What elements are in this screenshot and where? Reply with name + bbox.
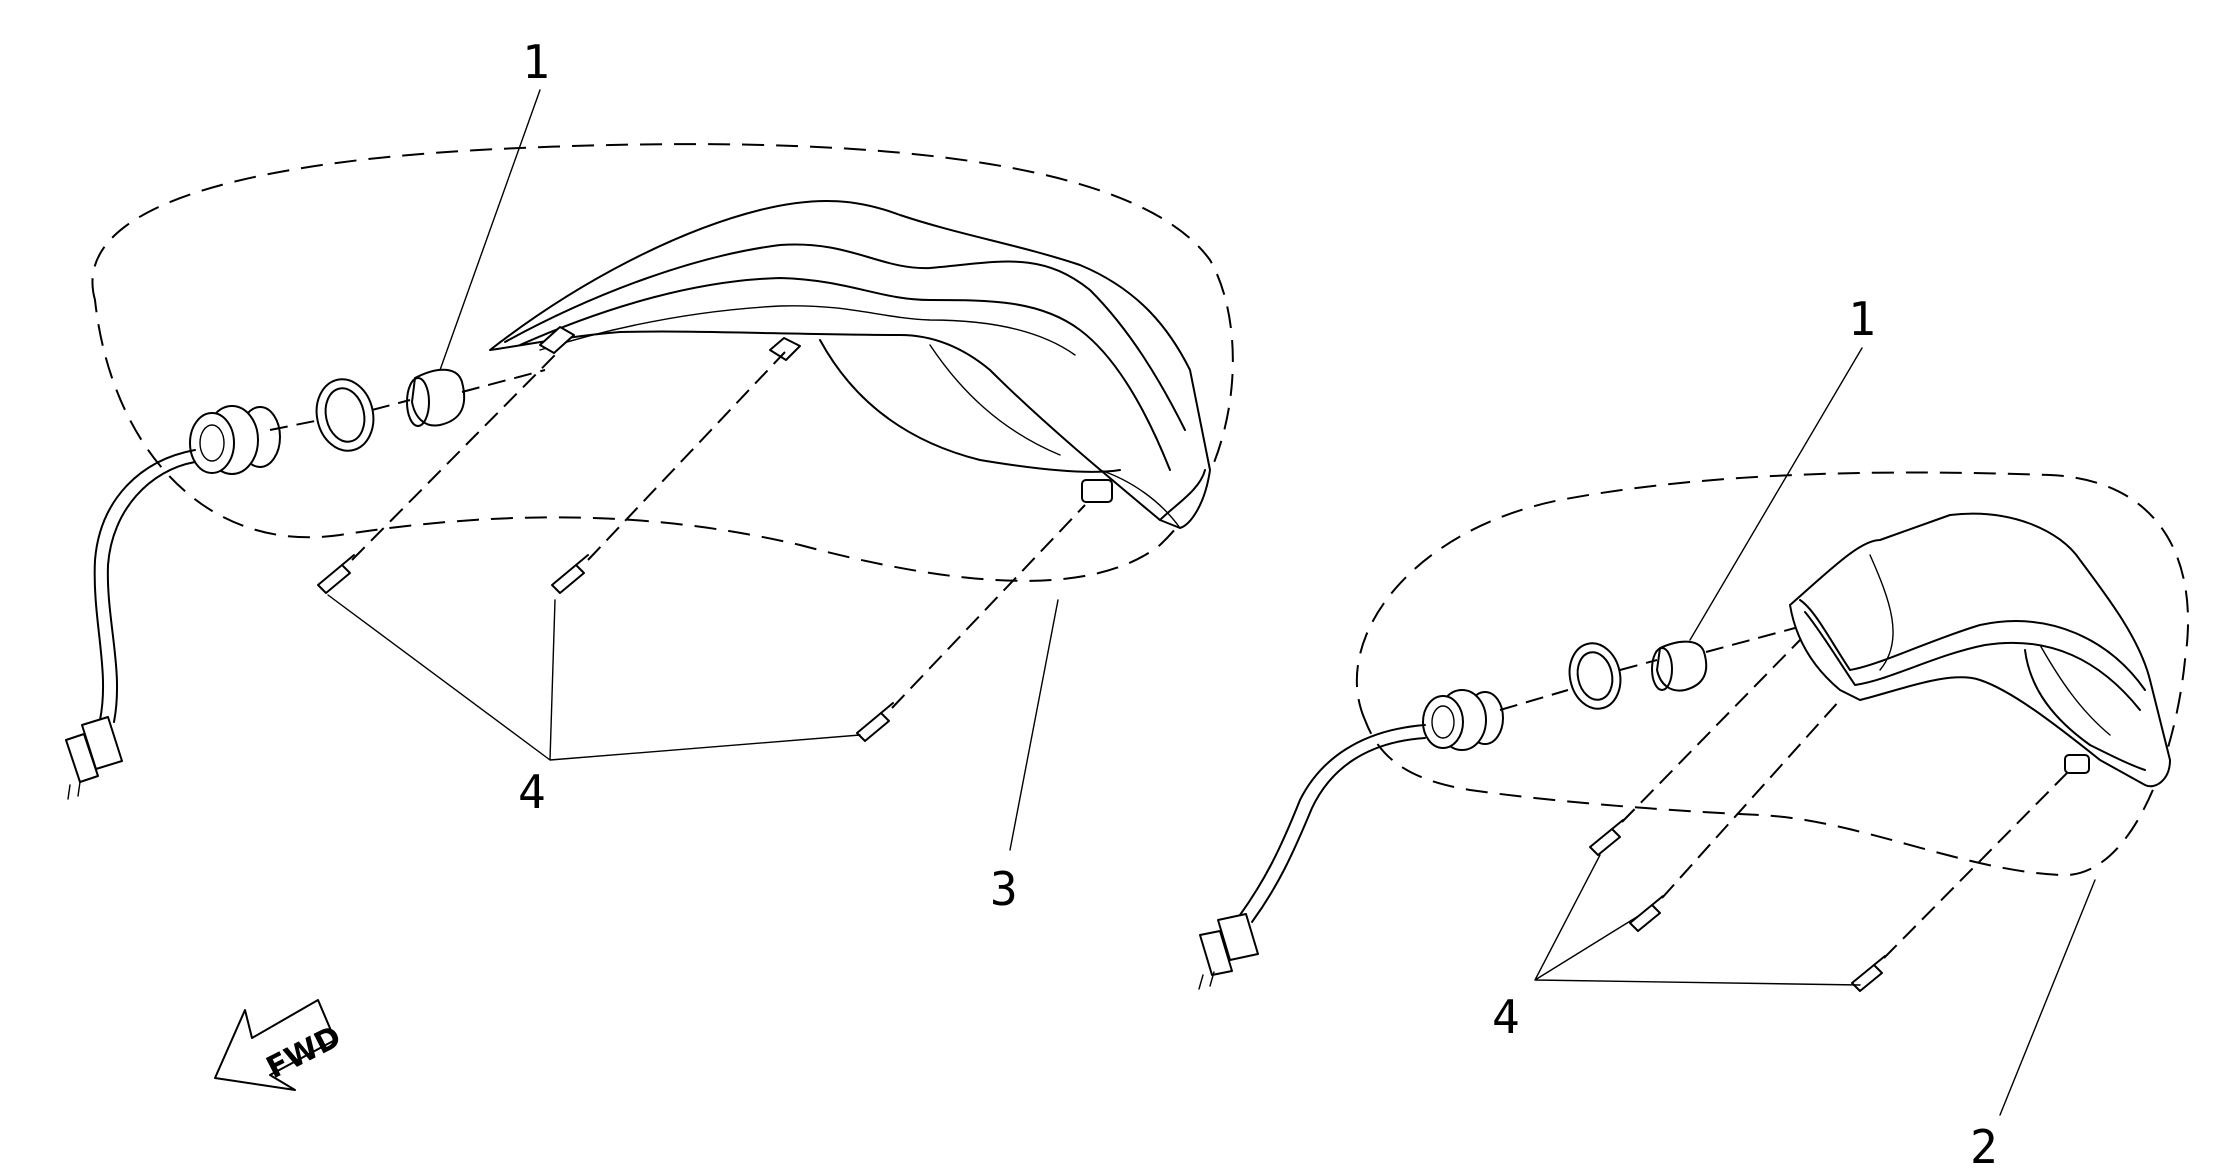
right-screw-2 xyxy=(1629,895,1664,932)
left-callout-1-leader xyxy=(439,89,541,371)
left-screw-2 xyxy=(551,554,589,594)
callout-right-2: 2 xyxy=(1970,1120,1998,1174)
left-wire-connector xyxy=(65,716,123,800)
left-lamp-housing xyxy=(489,199,1211,529)
right-callout-1-leader xyxy=(1689,347,1863,641)
right-screw-1 xyxy=(1589,819,1624,856)
right-screw-3 xyxy=(1851,955,1886,992)
right-assembly-boundary xyxy=(1355,471,2189,877)
right-callout-4-leader xyxy=(1534,854,1861,986)
right-bulb-socket xyxy=(1422,689,1504,751)
callout-left-1: 1 xyxy=(522,35,550,89)
right-wire-harness xyxy=(1239,724,1426,916)
callout-left-3: 3 xyxy=(990,862,1018,916)
left-screw-3 xyxy=(856,702,894,742)
right-callout-2-leader xyxy=(1999,879,2096,1116)
callout-right-1: 1 xyxy=(1848,292,1876,346)
left-lamp-assembly xyxy=(65,89,1234,851)
callout-right-4: 4 xyxy=(1492,990,1520,1044)
forward-direction-arrow: FWD xyxy=(214,999,347,1091)
right-lamp-assembly xyxy=(1198,347,2189,1116)
left-bulb xyxy=(406,368,466,427)
right-bulb xyxy=(1651,640,1708,692)
left-wire-harness xyxy=(93,449,196,721)
right-wire-connector xyxy=(1198,913,1259,990)
left-sealing-ring xyxy=(315,378,375,452)
left-bulb-socket xyxy=(189,405,281,475)
callout-left-4: 4 xyxy=(518,765,546,819)
left-screw-1 xyxy=(317,554,355,594)
right-sealing-ring xyxy=(1568,642,1622,710)
right-lamp-housing xyxy=(1789,512,2171,788)
left-callout-3-leader xyxy=(1009,599,1059,851)
left-callout-4-leader xyxy=(327,594,861,761)
